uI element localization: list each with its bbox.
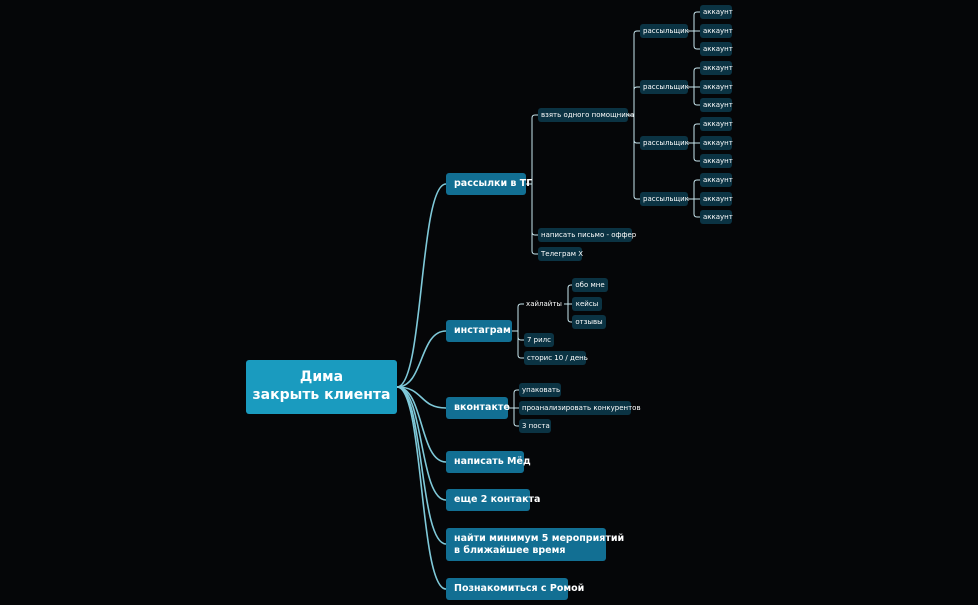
connector-branch [531, 114, 538, 119]
branch-write-med[interactable]: написать Мёд [446, 451, 531, 473]
node-pack[interactable]: упаковать [519, 383, 561, 397]
connector-branch [517, 354, 524, 359]
node-account[interactable]: аккаунт [700, 98, 733, 112]
node-sender-3[interactable]: рассыльщик [640, 136, 689, 150]
node-sender-2[interactable]: рассыльщик [640, 80, 689, 94]
node-stories[interactable]: сторис 10 / день [524, 351, 588, 365]
connector-branch [633, 86, 640, 91]
connector-curve [396, 386, 447, 409]
branch-find-events-line1: найти минимум 5 мероприятий [454, 533, 625, 544]
node-reviews[interactable]: отзывы [572, 315, 606, 329]
branch-vkontakte[interactable]: вконтакте [446, 397, 510, 419]
node-cases[interactable]: кейсы [572, 297, 602, 311]
connector-branch [693, 213, 700, 218]
connector-branch [693, 179, 700, 184]
connector-branch [517, 303, 524, 308]
node-account[interactable]: аккаунт [700, 5, 733, 19]
connector-curve [396, 386, 447, 590]
node-account[interactable]: аккаунт [700, 173, 733, 187]
node-three-posts[interactable]: 3 поста [519, 419, 551, 433]
root-subtitle: закрыть клиента [252, 387, 391, 403]
connector-branch [693, 101, 700, 106]
branch-tg-mailings[interactable]: рассылки в ТГ [446, 173, 532, 195]
node-reels[interactable]: 7 рилс [524, 333, 554, 347]
node-account[interactable]: аккаунт [700, 117, 733, 131]
node-take-helper[interactable]: взять одного помощника [538, 108, 634, 122]
branch-find-events-line2: в ближайшее время [454, 545, 566, 556]
connector-trunk [526, 118, 533, 251]
connector-branch [531, 250, 538, 255]
connector-branch [633, 139, 640, 144]
connector-branch [693, 157, 700, 162]
branch-find-events[interactable]: найти минимум 5 мероприятий в ближайшее … [446, 528, 625, 561]
node-account[interactable]: аккаунт [700, 24, 733, 38]
connector-trunk [564, 288, 569, 319]
connector-branch [567, 284, 572, 289]
node-write-offer[interactable]: написать письмо - оффер [538, 228, 636, 242]
connector-branch [513, 389, 519, 394]
connector-trunk [512, 307, 519, 355]
branch-two-contacts[interactable]: еще 2 контакта [446, 489, 540, 511]
connector-branch [531, 231, 538, 236]
node-sender-1[interactable]: рассыльщик [640, 24, 689, 38]
root-title: Дима [299, 369, 344, 385]
node-analyze-competitors[interactable]: проанализировать конкурентов [519, 401, 641, 415]
node-highlights[interactable]: хайлайты [526, 300, 562, 308]
connector-curve [396, 330, 447, 388]
connector-curve [396, 386, 447, 545]
connector-branch [633, 195, 640, 200]
root-node[interactable]: Дима закрыть клиента [246, 360, 397, 414]
node-about-me[interactable]: обо мне [572, 278, 608, 292]
node-account[interactable]: аккаунт [700, 42, 733, 56]
connector-branch [567, 318, 572, 323]
connector-branch [693, 67, 700, 72]
connector-trunk [628, 34, 635, 196]
connector-branch [693, 123, 700, 128]
connector-curve [396, 183, 447, 388]
node-account[interactable]: аккаунт [700, 210, 733, 224]
node-account[interactable]: аккаунт [700, 80, 733, 94]
node-account[interactable]: аккаунт [700, 61, 733, 75]
node-account[interactable]: аккаунт [700, 154, 733, 168]
node-telegram-x[interactable]: Телеграм Х [538, 247, 583, 261]
connector-branch [513, 422, 519, 427]
connector-branch [693, 45, 700, 50]
node-sender-4[interactable]: рассыльщик [640, 192, 689, 206]
connector-branch [517, 336, 524, 341]
branch-instagram[interactable]: инстаграм [446, 320, 512, 342]
connector-branch [693, 11, 700, 16]
node-account[interactable]: аккаунт [700, 192, 733, 206]
connector-branch [633, 30, 640, 35]
node-account[interactable]: аккаунт [700, 136, 733, 150]
branch-meet-roma[interactable]: Познакомиться с Ромой [446, 578, 584, 600]
